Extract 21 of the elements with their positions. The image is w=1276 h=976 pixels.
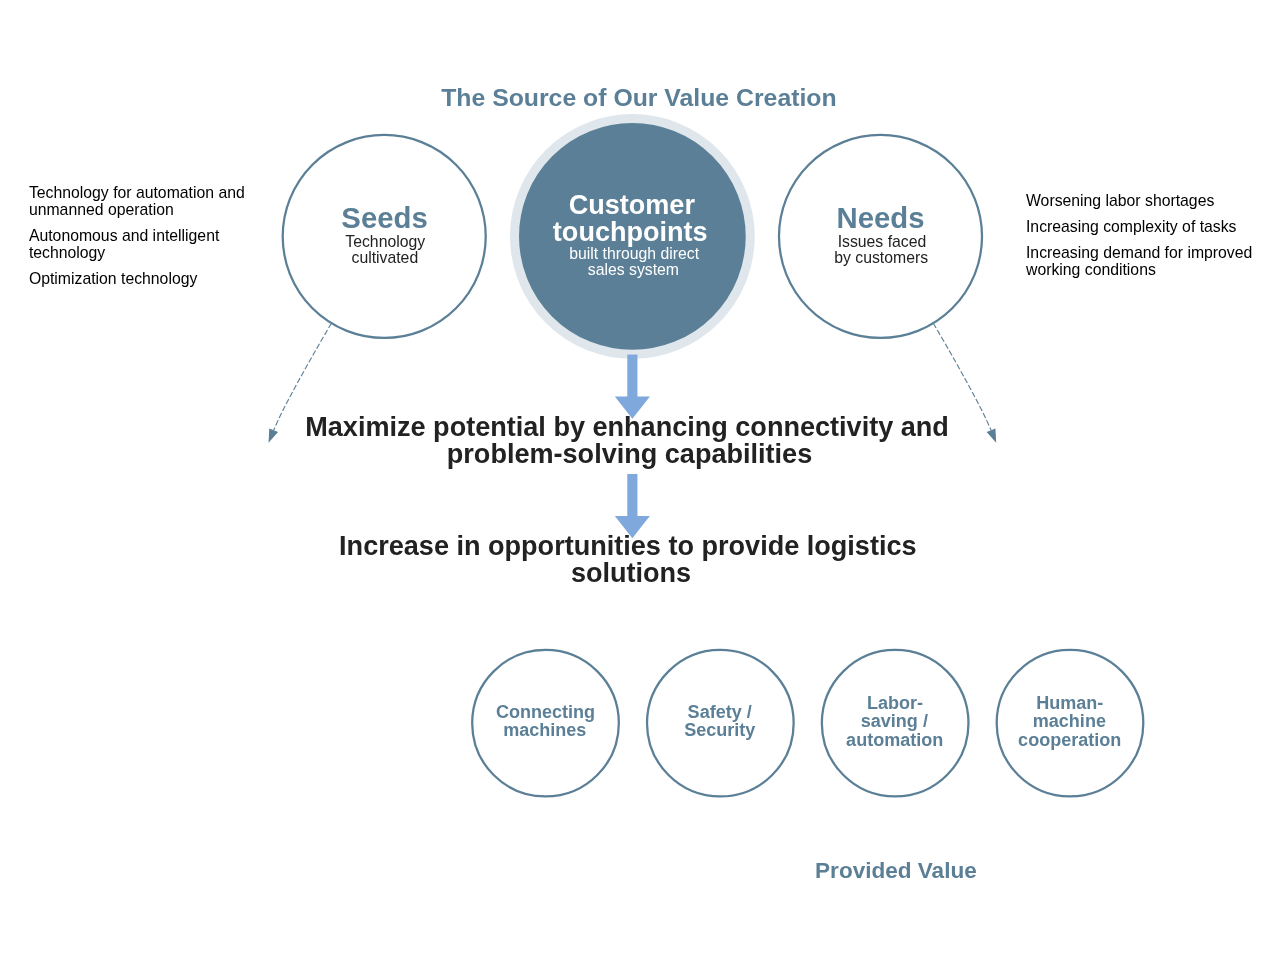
node-circle: Human-machine cooperation	[995, 648, 1145, 798]
arrow	[932, 322, 997, 443]
node-label: Optimization technology	[28, 270, 198, 288]
node-label: Technology for automation and unmanned operation	[28, 184, 245, 219]
node-circle: Safety / Security	[645, 648, 795, 798]
node-circle: Labor-saving / automation	[820, 648, 970, 798]
node-label: Increasing complexity of tasks	[1026, 218, 1237, 236]
node-label: Increasing demand for improved working conditions	[1026, 244, 1253, 279]
arrow	[268, 322, 332, 443]
node-text: Increase in opportunities to provide logistics solutions	[339, 530, 917, 589]
node-circle: Connecting machines	[471, 648, 620, 798]
node-circle: Customer touchpoints built through direct sales system	[510, 114, 755, 359]
arrow	[614, 473, 650, 539]
caption: Provided Value	[815, 857, 977, 883]
node-circle: Needs Issues faced by customers	[777, 133, 984, 340]
node-label: Autonomous and intelligent technology	[28, 227, 220, 262]
diagram-title: The Source of Our Value Creation	[441, 83, 837, 111]
node-label: Worsening labor shortages	[1026, 192, 1215, 210]
arrow	[614, 354, 650, 419]
node-circle: Seeds Technology cultivated	[281, 133, 487, 340]
node-text: Maximize potential by enhancing connectivity and problem-solving capabilities	[305, 410, 949, 469]
